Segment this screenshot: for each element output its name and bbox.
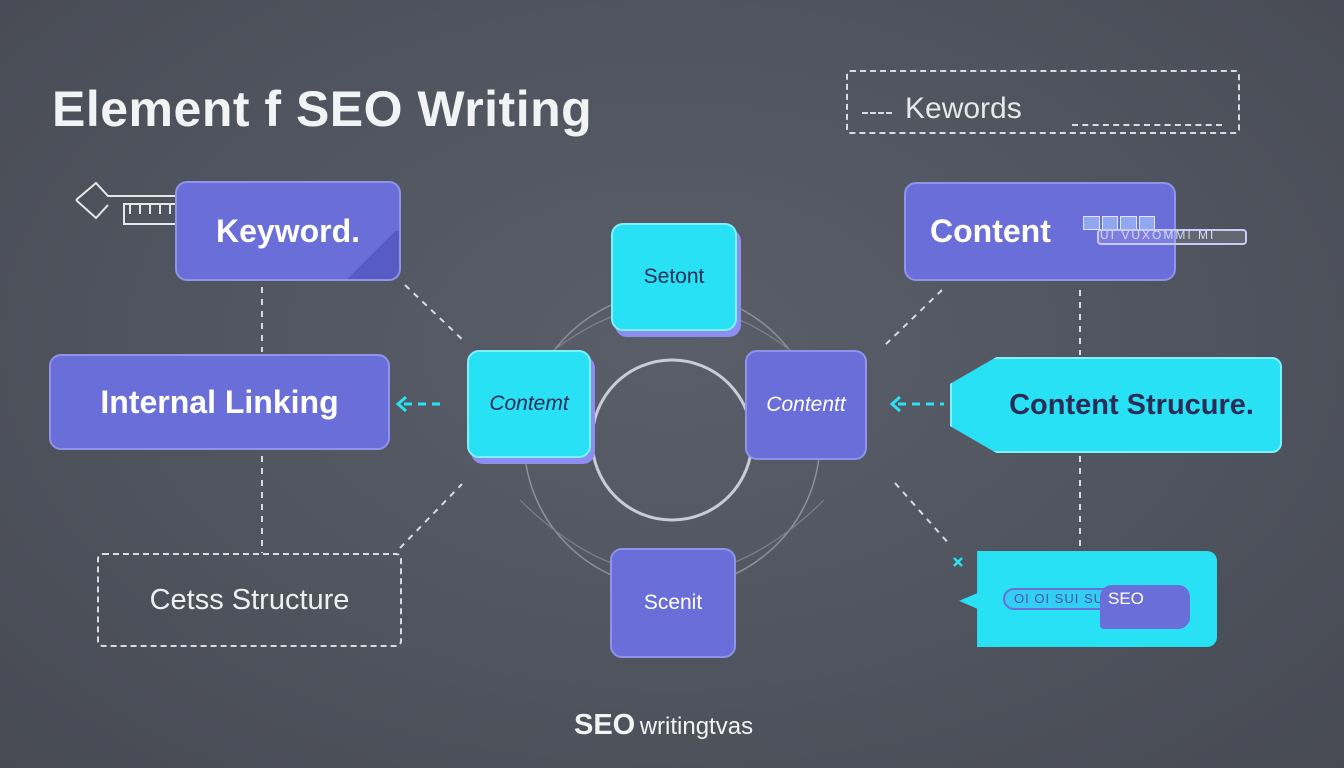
connector-cetss-hub — [399, 483, 463, 549]
tag-strip-text: UI VUXOMMI MI — [1100, 228, 1216, 242]
hub-node-right-label: Contentt — [766, 393, 846, 416]
legend-dash-left — [862, 112, 892, 114]
hub-node-bottom-label: Scenit — [643, 591, 703, 614]
hub-node-top-label: Setont — [643, 265, 705, 288]
keyword-label: Keyword. — [215, 212, 361, 249]
page-fold-icon — [343, 231, 399, 279]
hub-node-right: Contentt — [745, 350, 867, 460]
page-title: Element f SEO Writing — [52, 81, 593, 137]
keyword-box: Keyword. — [175, 181, 401, 281]
hub-node-top: Setont — [611, 223, 737, 331]
tag-blocks-icon — [1083, 216, 1155, 230]
hub-node-left-label: Contemt — [489, 392, 569, 415]
content-box: Content — [904, 182, 1176, 281]
tag-strip — [1097, 229, 1247, 245]
keywords-legend-frame — [846, 70, 1240, 134]
hub-node-bottom: Scenit — [610, 548, 736, 658]
hub-node-left: Contemt — [467, 350, 591, 458]
cetss-structure-box: Cetss Structure — [97, 553, 402, 647]
connector-hub-seo — [894, 482, 951, 546]
connector-content-hub — [883, 289, 943, 347]
seo-tag-pill: SEO — [1100, 585, 1190, 629]
internal-linking-box: Internal Linking — [49, 354, 390, 450]
seo-tag-label: SEO — [1108, 589, 1144, 608]
cetss-structure-label: Cetss Structure — [149, 583, 350, 616]
internal-linking-label: Internal Linking — [100, 383, 339, 420]
connector-keyword-hub — [404, 284, 466, 343]
footer-text: writingtvas — [639, 713, 754, 740]
keywords-legend-label: Kewords — [905, 92, 1022, 125]
content-structure-box: Content Strucure. — [950, 357, 1282, 453]
footer-brand: SEO — [574, 709, 636, 741]
content-label: Content — [930, 213, 1051, 249]
content-structure-label: Content Strucure. — [1009, 388, 1254, 421]
hub-ring-inner — [590, 358, 754, 522]
footer-caption: SEO writingtvas — [574, 709, 753, 742]
legend-dash-right — [1072, 124, 1222, 126]
key-icon — [75, 181, 190, 225]
